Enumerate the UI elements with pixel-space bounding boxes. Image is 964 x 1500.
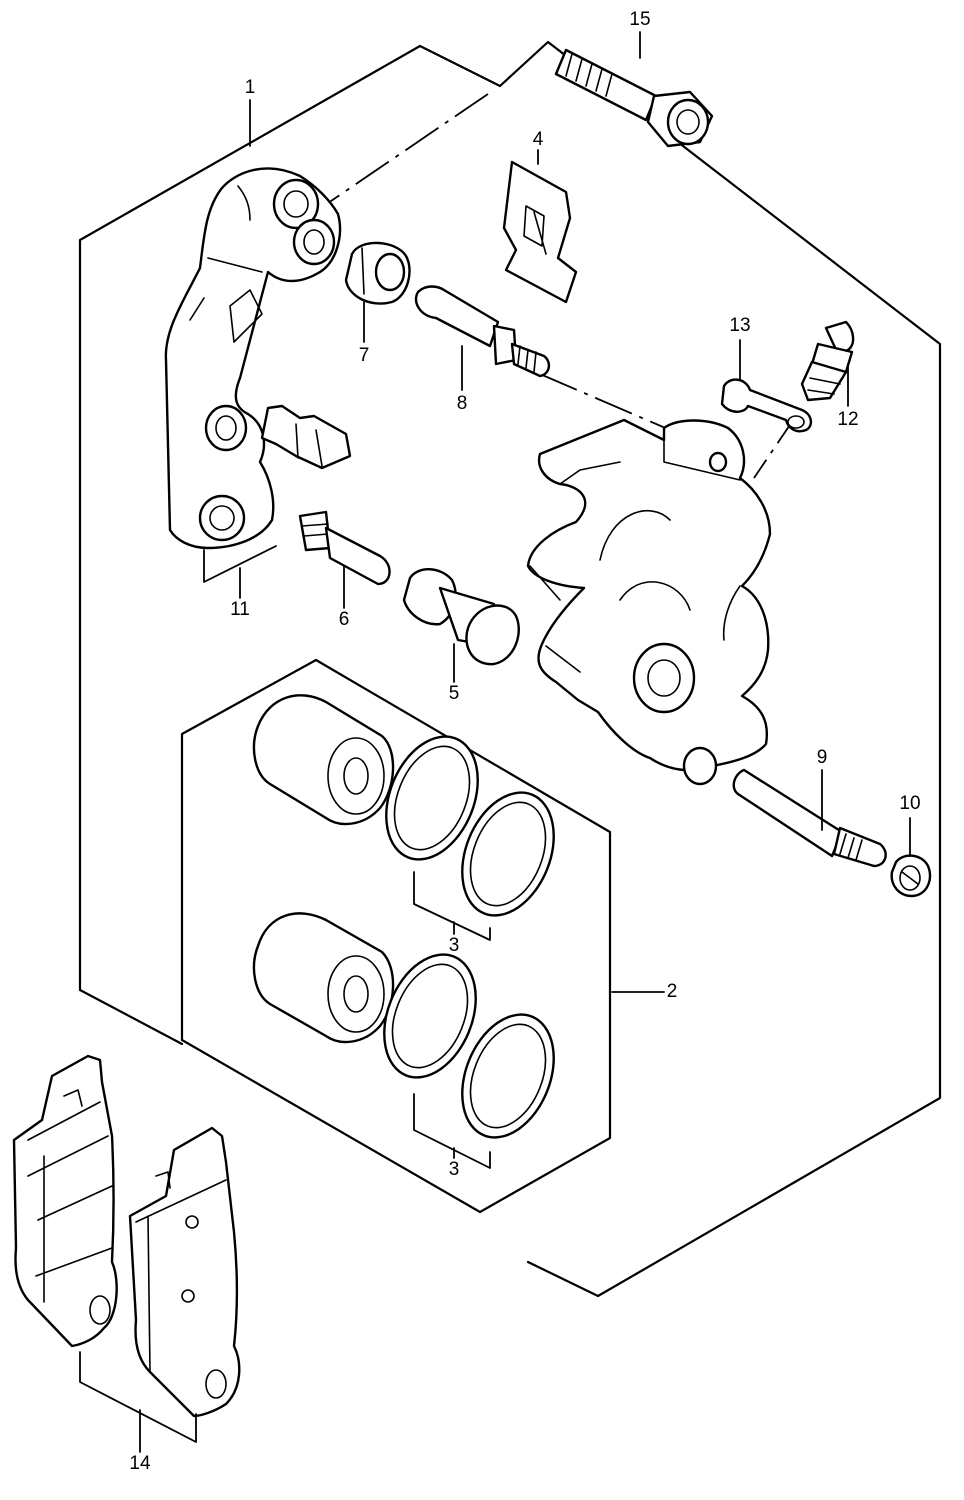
callout-7: 7 bbox=[359, 345, 370, 366]
piston-seal-ring-3 bbox=[383, 953, 477, 1079]
pad-spring-4 bbox=[502, 160, 578, 304]
slide-pin-6 bbox=[298, 510, 391, 586]
caliper-assembly-outline bbox=[78, 40, 942, 1298]
callout-13: 13 bbox=[729, 315, 750, 336]
callout-10: 10 bbox=[899, 793, 920, 814]
alignment-line-2 bbox=[539, 373, 671, 431]
pin-9 bbox=[732, 768, 887, 868]
leader-lines bbox=[79, 31, 911, 1453]
callout-14: 14 bbox=[129, 1453, 151, 1474]
callout-6: 6 bbox=[339, 609, 350, 630]
callout-11: 11 bbox=[230, 599, 250, 620]
callout-5: 5 bbox=[449, 683, 460, 704]
brake-pad-right bbox=[128, 1126, 241, 1418]
callout-12: 12 bbox=[837, 409, 858, 430]
callout-8: 8 bbox=[457, 393, 468, 414]
callout-9: 9 bbox=[817, 747, 828, 768]
callout-2: 2 bbox=[667, 981, 678, 1002]
plug-10 bbox=[890, 854, 932, 898]
brake-pad-left bbox=[12, 1054, 118, 1348]
slide-pin-5 bbox=[402, 568, 520, 666]
callout-1: 1 bbox=[245, 77, 256, 98]
piston-seal-ring-2 bbox=[461, 791, 555, 917]
piston-lower bbox=[252, 912, 395, 1044]
slide-pin-8 bbox=[414, 285, 551, 378]
callout-3-upper: 3 bbox=[449, 935, 460, 956]
caliper-body bbox=[526, 418, 772, 786]
callout-15: 15 bbox=[629, 9, 650, 30]
callout-3-lower: 3 bbox=[449, 1159, 460, 1180]
bolt-15 bbox=[554, 48, 714, 148]
bleeder-valve-12 bbox=[800, 320, 855, 402]
piston-set-outline bbox=[180, 658, 612, 1214]
piston-upper bbox=[252, 694, 395, 826]
caliper-bracket-1 bbox=[164, 167, 342, 550]
callout-4: 4 bbox=[533, 129, 544, 150]
bleeder-cap-13 bbox=[720, 378, 813, 433]
piston-seal-ring-1 bbox=[385, 735, 479, 861]
boot-7 bbox=[344, 241, 411, 305]
alignment-line-1 bbox=[311, 93, 489, 215]
piston-seal-ring-4 bbox=[461, 1013, 555, 1139]
pad-retainer-clip bbox=[260, 404, 352, 470]
